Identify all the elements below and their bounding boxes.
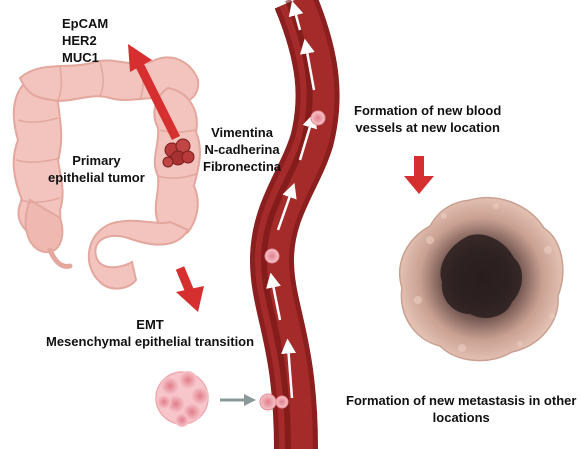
primary-tumor <box>162 138 195 168</box>
marker-her2: HER2 <box>62 33 97 48</box>
circulating-cell <box>264 248 280 264</box>
marker-muc1: MUC1 <box>62 50 99 65</box>
migrating-cell <box>259 393 277 411</box>
new-vessels-label: Formation of new blood vessels at new lo… <box>354 103 502 135</box>
epithelial-markers: EpCAM HER2 MUC1 <box>62 15 108 66</box>
cecum <box>24 198 64 254</box>
metastasis-texture <box>414 203 555 352</box>
circulating-cell <box>275 395 289 409</box>
marker-loss-arrow <box>128 44 181 141</box>
metastasis-core <box>440 234 523 318</box>
primary-tumor-label: Primary epithelial tumor <box>48 153 145 185</box>
intravasation-arrow <box>220 394 256 406</box>
sigmoid-colon <box>87 219 190 290</box>
vessel-shade <box>260 0 313 449</box>
angiogenesis-arrow <box>404 156 434 194</box>
appendix <box>47 247 73 269</box>
marker-vimentina: Vimentina <box>211 125 273 140</box>
cell-cluster <box>155 371 209 427</box>
marker-fibronectina: Fibronectina <box>203 159 282 174</box>
flow-arrows <box>266 0 318 399</box>
marker-epcam: EpCAM <box>62 16 109 31</box>
mesenchymal-markers: Vimentina N-cadherina Fibronectina <box>203 124 281 175</box>
blood-vessel <box>249 0 340 449</box>
emt-label: EMT Mesenchymal epithelial transition <box>46 317 255 349</box>
marker-n-cadherina: N-cadherina <box>204 142 280 157</box>
metastasis-mass <box>399 196 564 362</box>
new-metastasis-label: Formation of new metastasis in other loc… <box>346 393 577 425</box>
emt-arrow <box>175 266 204 312</box>
circulating-cell <box>310 110 326 126</box>
